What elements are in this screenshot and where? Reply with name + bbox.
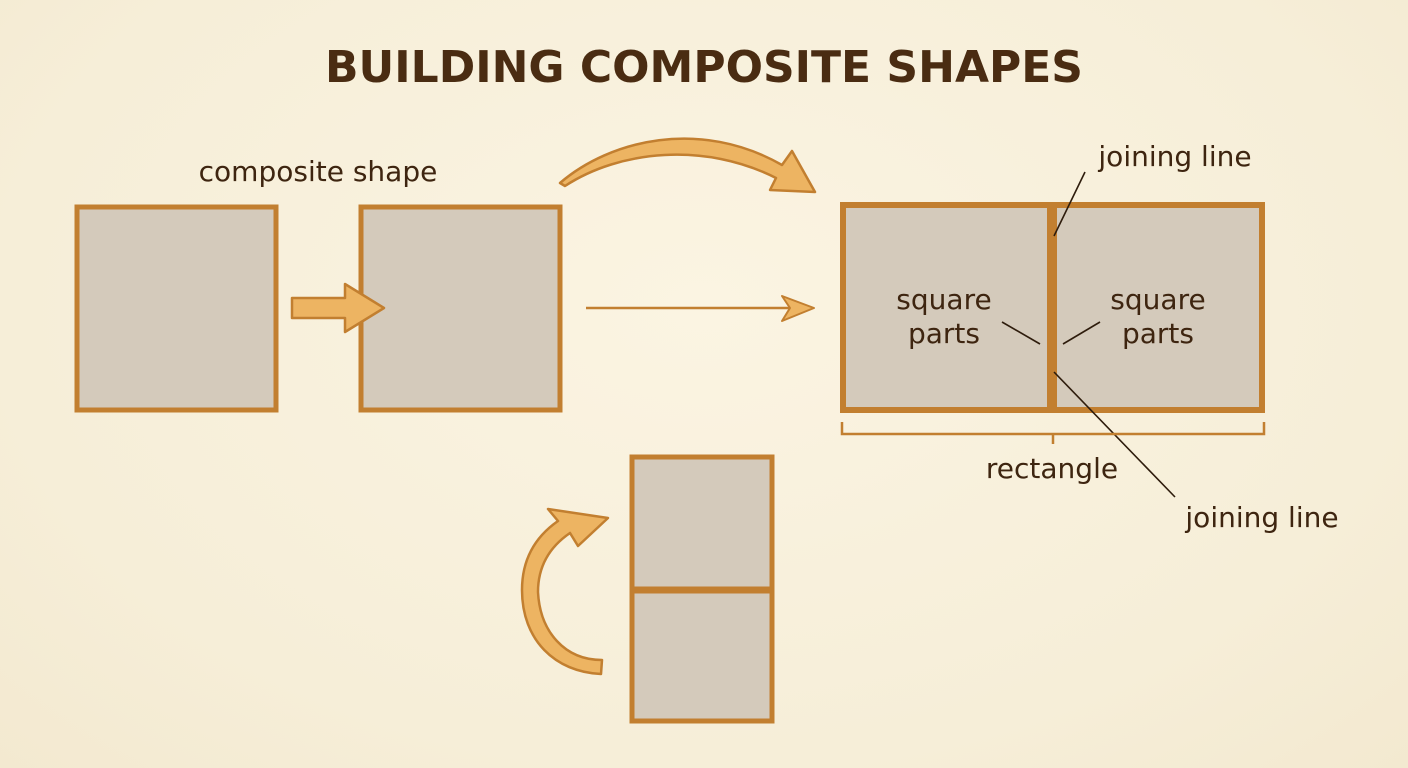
leader-line-square-parts-right <box>1062 321 1101 345</box>
square-parts-left-line1: square <box>896 283 991 316</box>
composite-shape-label: composite shape <box>199 155 438 188</box>
square-parts-right-line1: square <box>1110 283 1205 316</box>
curved-arrow-bottom-icon <box>520 507 610 676</box>
straight-arrow-head-icon <box>781 295 815 322</box>
square-one <box>74 204 279 413</box>
combine-arrow-icon <box>290 282 386 334</box>
joining-line-top-label: joining line <box>1097 140 1251 173</box>
rectangle-bracket <box>840 422 1266 444</box>
page-title: BUILDING COMPOSITE SHAPES <box>325 42 1083 93</box>
rectangle-label: rectangle <box>986 452 1118 485</box>
leader-line-joining-top <box>1053 171 1086 237</box>
square-parts-right-line2: parts <box>1122 317 1194 350</box>
curved-arrow-top-icon <box>558 137 817 194</box>
square-two <box>358 204 563 413</box>
leader-line-square-parts-left <box>1001 321 1041 345</box>
square-parts-left-line2: parts <box>908 317 980 350</box>
stacked-bottom-square <box>629 587 775 724</box>
stacked-top-square <box>629 454 775 593</box>
joining-line-bottom-label: joining line <box>1184 501 1338 534</box>
